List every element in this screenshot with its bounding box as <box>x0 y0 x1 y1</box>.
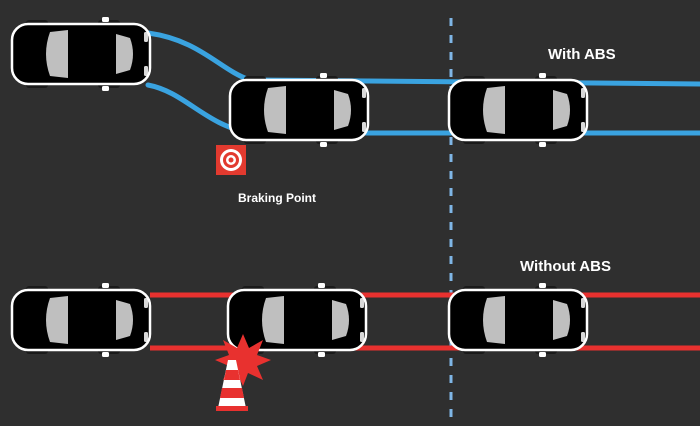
no-abs-car-1 <box>10 281 152 359</box>
abs-car-2 <box>228 71 370 149</box>
traffic-cone-icon <box>216 360 248 411</box>
abs-car-1 <box>10 15 152 93</box>
no-abs-car-2 <box>226 281 368 359</box>
without-abs-label: Without ABS <box>520 258 611 275</box>
no-abs-car-3 <box>447 281 589 359</box>
abs-car-3 <box>447 71 589 149</box>
target-icon <box>216 145 246 175</box>
with-abs-label: With ABS <box>548 46 616 63</box>
braking-point-label: Braking Point <box>238 191 317 205</box>
